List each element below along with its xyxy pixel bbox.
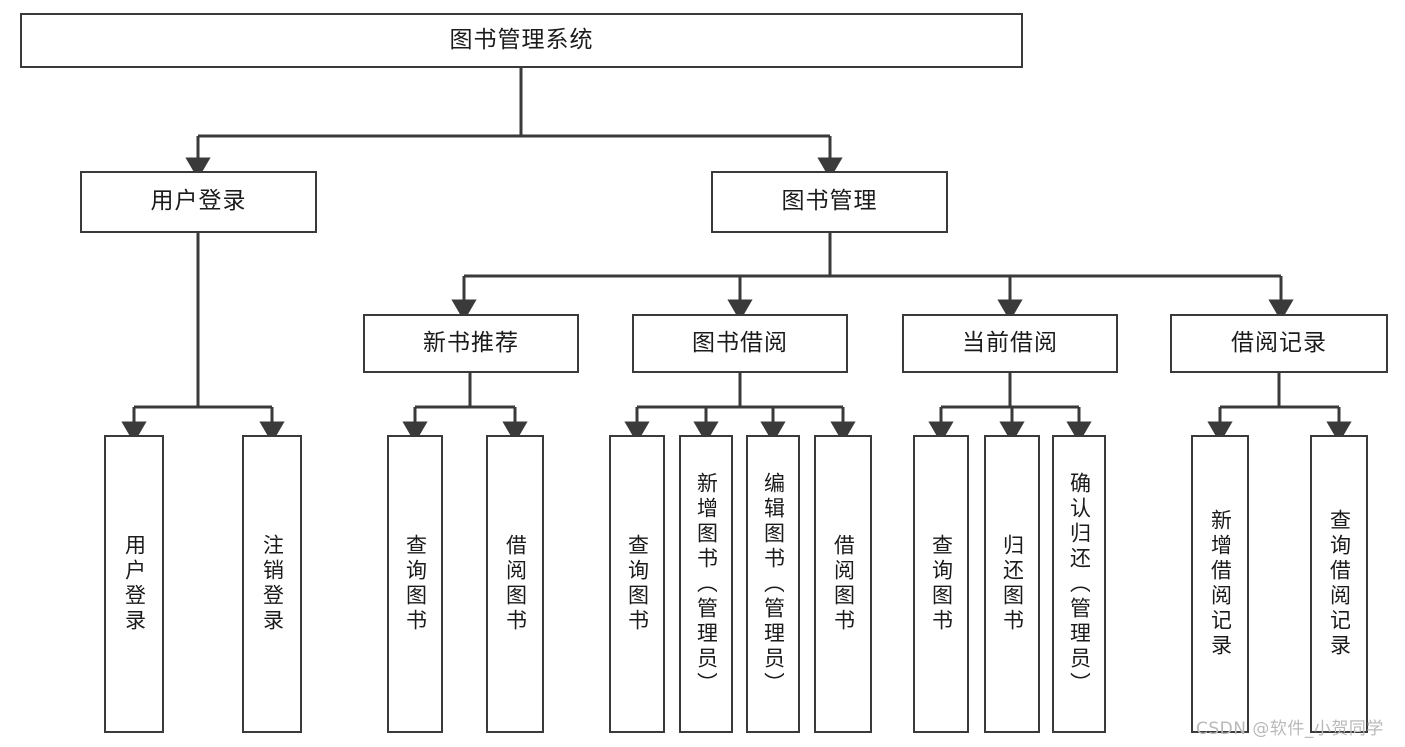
node-current-borrow-label: 当前借阅 [962,329,1058,356]
node-book-management-label: 图书管理 [781,188,878,215]
leaf-logout-label: 注销登录 [261,534,283,634]
leaf-query-book-recommend[interactable]: 查询图书 [387,435,443,733]
leaf-query-book-recommend-label: 查询图书 [404,534,426,634]
node-new-book-recommend-label: 新书推荐 [423,329,519,356]
node-root-label: 图书管理系统 [449,26,594,53]
leaf-add-borrow-record[interactable]: 新增借阅记录 [1191,435,1249,733]
node-book-borrow-label: 图书借阅 [692,329,788,356]
leaf-add-borrow-record-label: 新增借阅记录 [1209,509,1231,659]
leaf-borrow-book-recommend-label: 借阅图书 [504,534,526,634]
leaf-borrow-book[interactable]: 借阅图书 [814,435,872,733]
node-user-login[interactable]: 用户登录 [80,171,317,233]
leaf-user-login[interactable]: 用户登录 [104,435,164,733]
leaf-borrow-book-recommend[interactable]: 借阅图书 [486,435,544,733]
node-user-login-label: 用户登录 [150,188,247,215]
leaf-confirm-return-admin[interactable]: 确认归还（管理员） [1052,435,1106,733]
node-borrow-record[interactable]: 借阅记录 [1170,314,1388,373]
leaf-query-book-current-label: 查询图书 [930,534,952,634]
node-current-borrow[interactable]: 当前借阅 [902,314,1118,373]
leaf-query-book-borrow[interactable]: 查询图书 [609,435,665,733]
leaf-borrow-book-label: 借阅图书 [832,534,854,634]
leaf-return-book[interactable]: 归还图书 [984,435,1040,733]
leaf-edit-book-admin[interactable]: 编辑图书（管理员） [746,435,800,733]
leaf-add-book-admin-label: 新增图书（管理员） [695,471,717,697]
leaf-return-book-label: 归还图书 [1001,534,1023,634]
leaf-query-borrow-record[interactable]: 查询借阅记录 [1310,435,1368,733]
leaf-query-borrow-record-label: 查询借阅记录 [1328,509,1350,659]
leaf-confirm-return-admin-label: 确认归还（管理员） [1068,471,1090,697]
leaf-edit-book-admin-label: 编辑图书（管理员） [762,471,784,697]
leaf-query-book-current[interactable]: 查询图书 [913,435,969,733]
node-borrow-record-label: 借阅记录 [1231,329,1327,356]
node-root[interactable]: 图书管理系统 [20,13,1023,68]
leaf-user-login-label: 用户登录 [123,534,145,634]
node-book-management[interactable]: 图书管理 [711,171,948,233]
node-new-book-recommend[interactable]: 新书推荐 [363,314,579,373]
leaf-query-book-borrow-label: 查询图书 [626,534,648,634]
node-book-borrow[interactable]: 图书借阅 [632,314,848,373]
leaf-add-book-admin[interactable]: 新增图书（管理员） [679,435,733,733]
leaf-logout[interactable]: 注销登录 [242,435,302,733]
